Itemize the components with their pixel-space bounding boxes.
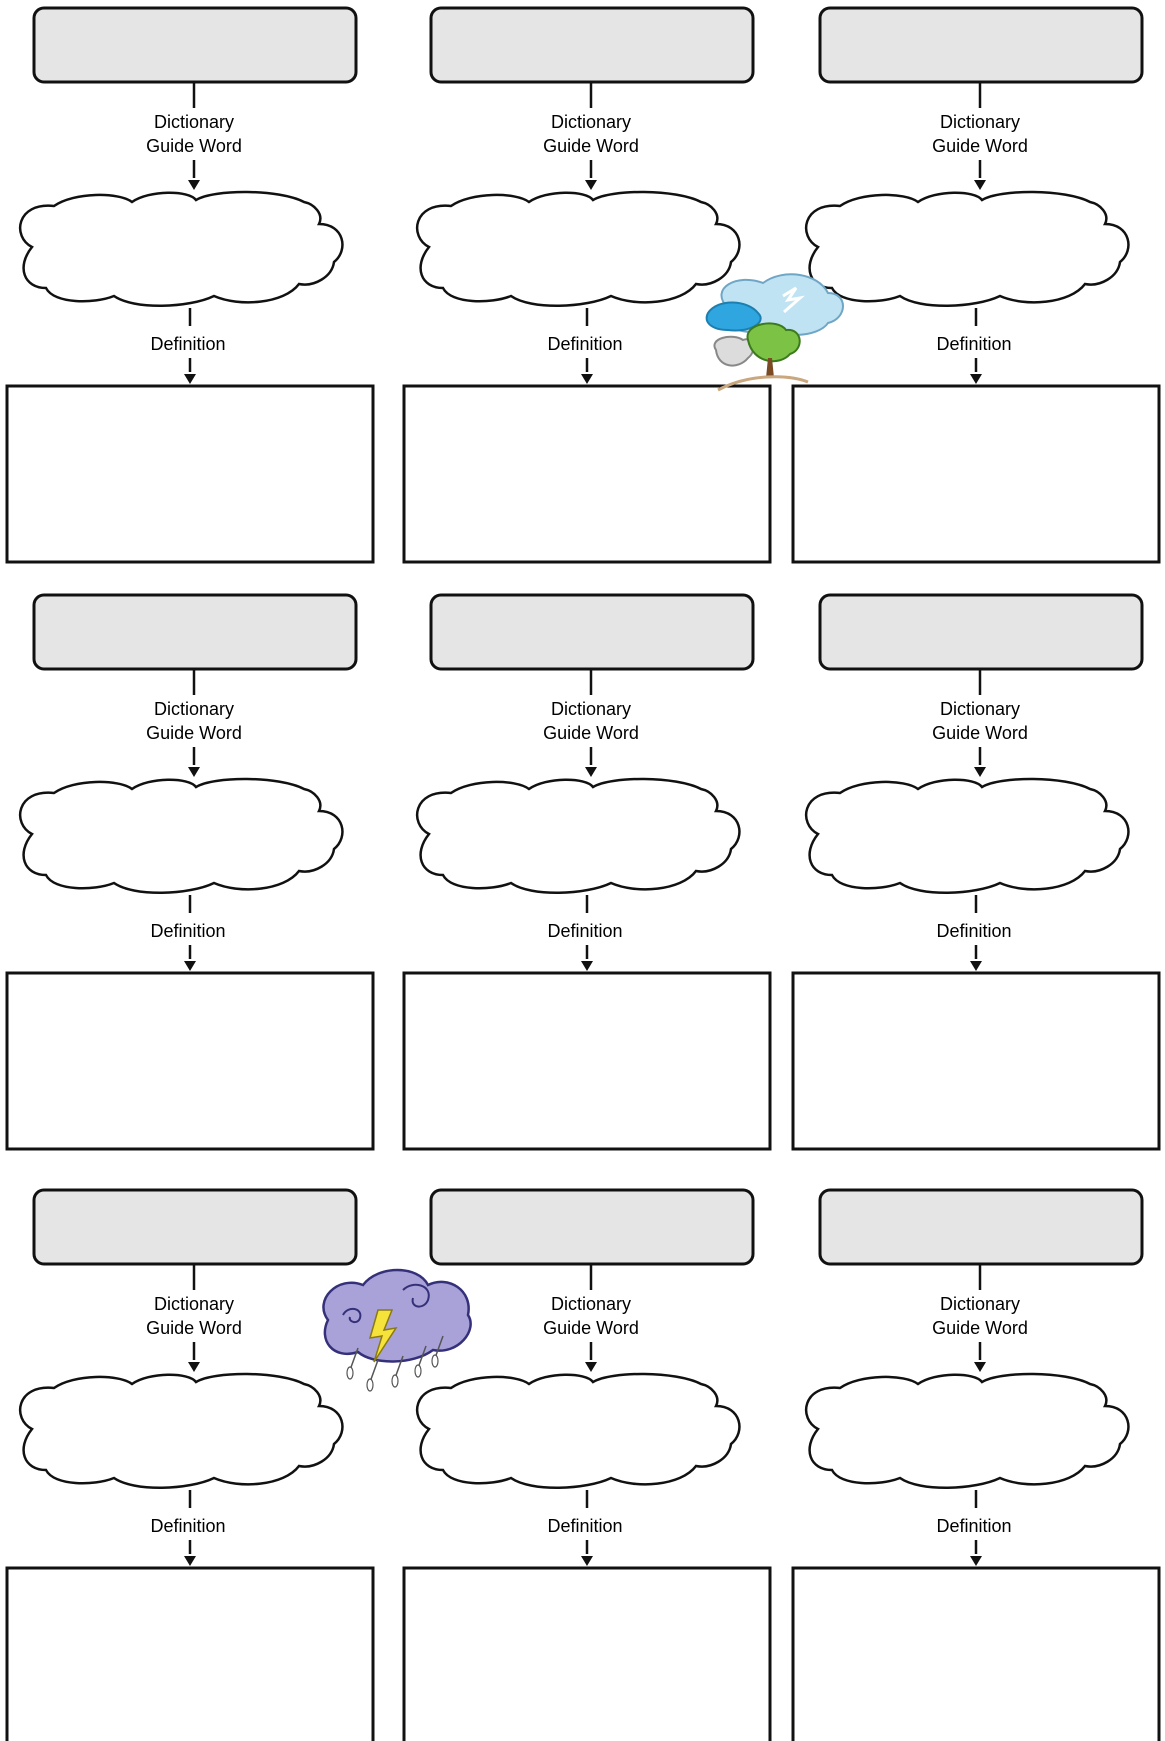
guide-label-line2: Guide Word bbox=[932, 136, 1028, 156]
guide-label-line2: Guide Word bbox=[543, 1318, 639, 1338]
definition-box[interactable] bbox=[402, 971, 772, 1151]
guide-label-line1: Dictionary bbox=[551, 112, 631, 132]
definition-box[interactable] bbox=[5, 971, 375, 1151]
definition-label: Definition bbox=[936, 921, 1011, 941]
definition-box[interactable] bbox=[5, 1566, 375, 1741]
guide-label-line2: Guide Word bbox=[932, 1318, 1028, 1338]
guide-word-box[interactable] bbox=[818, 593, 1144, 671]
guide-word-box[interactable] bbox=[818, 1188, 1144, 1266]
word-cloud[interactable] bbox=[804, 777, 1130, 895]
word-cloud[interactable] bbox=[18, 1372, 344, 1490]
arrow-down-icon bbox=[974, 1362, 986, 1372]
thunderstorm-clipart-icon bbox=[322, 1268, 472, 1392]
arrow-down-icon bbox=[585, 180, 597, 190]
word-cloud[interactable] bbox=[415, 1372, 741, 1490]
guide-label-line2: Guide Word bbox=[146, 1318, 242, 1338]
arrow-down-icon bbox=[188, 767, 200, 777]
arrow-down-icon bbox=[970, 374, 982, 384]
definition-label: Definition bbox=[150, 921, 225, 941]
arrow-down-icon bbox=[581, 1556, 593, 1566]
arrow-down-icon bbox=[585, 767, 597, 777]
arrow-down-icon bbox=[581, 374, 593, 384]
definition-box[interactable] bbox=[402, 384, 772, 564]
guide-label-line2: Guide Word bbox=[543, 136, 639, 156]
definition-label: Definition bbox=[150, 334, 225, 354]
definition-label: Definition bbox=[936, 334, 1011, 354]
guide-label-line1: Dictionary bbox=[551, 1294, 631, 1314]
guide-label-line2: Guide Word bbox=[146, 723, 242, 743]
definition-label: Definition bbox=[150, 1516, 225, 1536]
arrow-down-icon bbox=[974, 767, 986, 777]
definition-box[interactable] bbox=[791, 971, 1161, 1151]
windy-tree-clipart-icon bbox=[705, 273, 844, 392]
guide-label-line1: Dictionary bbox=[940, 1294, 1020, 1314]
arrow-down-icon bbox=[585, 1362, 597, 1372]
definition-box[interactable] bbox=[791, 384, 1161, 564]
definition-box[interactable] bbox=[402, 1566, 772, 1741]
guide-word-box[interactable] bbox=[32, 6, 358, 84]
guide-label-line2: Guide Word bbox=[543, 723, 639, 743]
arrow-down-icon bbox=[188, 180, 200, 190]
definition-box[interactable] bbox=[5, 384, 375, 564]
guide-label-line1: Dictionary bbox=[551, 699, 631, 719]
word-cloud[interactable] bbox=[415, 777, 741, 895]
guide-word-box[interactable] bbox=[32, 1188, 358, 1266]
definition-label: Definition bbox=[547, 334, 622, 354]
arrow-down-icon bbox=[184, 374, 196, 384]
guide-word-box[interactable] bbox=[429, 1188, 755, 1266]
definition-label: Definition bbox=[547, 1516, 622, 1536]
word-cloud[interactable] bbox=[804, 190, 1130, 308]
definition-label: Definition bbox=[547, 921, 622, 941]
arrow-down-icon bbox=[188, 1362, 200, 1372]
guide-word-box[interactable] bbox=[818, 6, 1144, 84]
definition-label: Definition bbox=[936, 1516, 1011, 1536]
guide-label-line1: Dictionary bbox=[154, 699, 234, 719]
guide-label-line1: Dictionary bbox=[940, 699, 1020, 719]
word-cloud[interactable] bbox=[18, 777, 344, 895]
guide-label-line1: Dictionary bbox=[154, 1294, 234, 1314]
arrow-down-icon bbox=[184, 1556, 196, 1566]
guide-label-line1: Dictionary bbox=[154, 112, 234, 132]
guide-word-box[interactable] bbox=[429, 593, 755, 671]
arrow-down-icon bbox=[970, 1556, 982, 1566]
definition-box[interactable] bbox=[791, 1566, 1161, 1741]
word-cloud[interactable] bbox=[804, 1372, 1130, 1490]
word-cloud[interactable] bbox=[415, 190, 741, 308]
word-cloud[interactable] bbox=[18, 190, 344, 308]
arrow-down-icon bbox=[970, 961, 982, 971]
guide-word-box[interactable] bbox=[429, 6, 755, 84]
guide-word-box[interactable] bbox=[32, 593, 358, 671]
guide-label-line2: Guide Word bbox=[146, 136, 242, 156]
arrow-down-icon bbox=[184, 961, 196, 971]
arrow-down-icon bbox=[581, 961, 593, 971]
arrow-down-icon bbox=[974, 180, 986, 190]
guide-label-line2: Guide Word bbox=[932, 723, 1028, 743]
guide-label-line1: Dictionary bbox=[940, 112, 1020, 132]
